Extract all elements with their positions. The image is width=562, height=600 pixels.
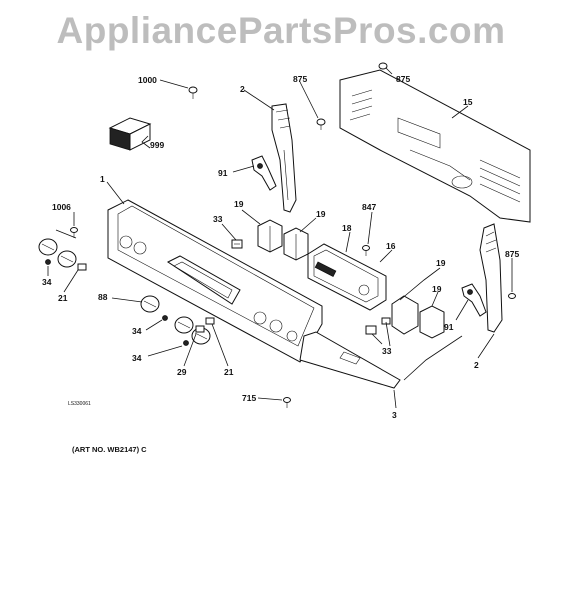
- callout-19-a: 19: [234, 199, 244, 209]
- clip-29: [195, 325, 205, 333]
- switch-19-d: [419, 305, 445, 339]
- screw-715: [283, 397, 291, 408]
- callout-875-right: 875: [505, 249, 519, 259]
- switch-19-c: [391, 295, 419, 335]
- trim-strip-3: [299, 331, 401, 389]
- callout-21-a: 21: [58, 293, 68, 303]
- washer-34-c: [183, 340, 189, 346]
- knob-left-1: [38, 238, 58, 256]
- screw-875-a: [316, 118, 326, 130]
- callout-33-top: 33: [213, 214, 223, 224]
- callout-2-top: 2: [240, 84, 245, 94]
- clip-91-left: [251, 155, 277, 191]
- callout-88: 88: [98, 292, 108, 302]
- end-bracket-left: [271, 103, 297, 213]
- callout-1006: 1006: [52, 202, 71, 212]
- washer-34-a: [45, 259, 51, 265]
- callout-29: 29: [177, 367, 187, 377]
- callout-875-a: 875: [293, 74, 307, 84]
- callout-2-right: 2: [474, 360, 479, 370]
- callout-19-b: 19: [316, 209, 326, 219]
- clip-33-top: [231, 239, 243, 249]
- clip-21-b: [205, 317, 215, 325]
- callout-847: 847: [362, 202, 376, 212]
- knob-mid: [174, 316, 194, 334]
- clip-33-bottom: [365, 317, 391, 335]
- knob-88: [140, 295, 160, 313]
- callout-34-a: 34: [42, 277, 52, 287]
- callout-16: 16: [386, 241, 396, 251]
- callout-91-left: 91: [218, 168, 228, 178]
- screw-1000: [188, 86, 198, 99]
- switch-19-a: [257, 219, 283, 253]
- callout-999: 999: [150, 140, 164, 150]
- watermark: AppliancePartsPros.com: [56, 10, 506, 51]
- switch-19-b: [283, 227, 309, 261]
- washer-34-b: [162, 315, 168, 321]
- callout-15: 15: [463, 97, 473, 107]
- callout-21-b: 21: [224, 367, 234, 377]
- callout-34-c: 34: [132, 353, 142, 363]
- callout-34-b: 34: [132, 326, 142, 336]
- control-board-18-16: [307, 243, 387, 311]
- callout-18: 18: [342, 223, 352, 233]
- screw-847: [362, 245, 370, 256]
- leader-lines: [47, 67, 513, 409]
- back-panel-15: [339, 69, 531, 223]
- callout-875-b: 875: [396, 74, 410, 84]
- callout-715: 715: [242, 393, 256, 403]
- callout-19-d: 19: [432, 284, 442, 294]
- part-999-block: [108, 117, 152, 151]
- art-number: (ART NO. WB2147) C: [72, 445, 147, 454]
- screw-875-b: [378, 62, 388, 70]
- callout-1000: 1000: [138, 75, 157, 85]
- control-panel-1: [107, 199, 323, 363]
- drawing-number: LS330061: [68, 401, 91, 407]
- knob-left-2: [57, 250, 77, 268]
- callout-33-bottom: 33: [382, 346, 392, 356]
- callout-3: 3: [392, 410, 397, 420]
- callout-1: 1: [100, 174, 105, 184]
- callout-91-right: 91: [444, 322, 454, 332]
- clip-21-a: [77, 263, 87, 271]
- screw-875-right: [508, 293, 516, 299]
- end-bracket-right: [479, 223, 503, 333]
- callout-19-c: 19: [436, 258, 446, 268]
- clip-91-right: [461, 283, 487, 317]
